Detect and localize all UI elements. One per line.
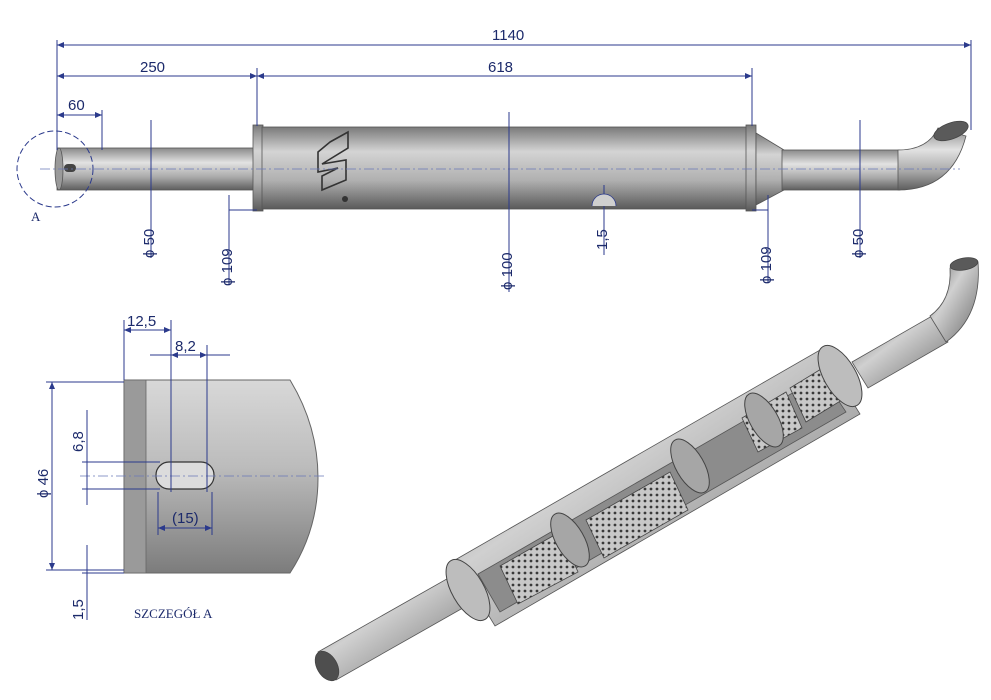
detail-view: 12,5 8,2 ϕ 46 6,8 (15) 1,5 SZCZEGÓŁ A: [35, 313, 325, 621]
dim-outlet-pipe-dia: ϕ 50: [850, 229, 867, 258]
iso-outlet-pipe: [851, 315, 949, 389]
iso-perforated-tube-2: [585, 471, 689, 559]
isometric-view: [314, 257, 979, 682]
outlet-pipe: [781, 149, 901, 191]
top-dimensions: 1140 250 618 60 ϕ 50 ϕ 109 ϕ 100 1,5 ϕ 1…: [56, 27, 972, 292]
detail-marker-circle: [16, 130, 94, 208]
dim-inlet-length: 250: [140, 59, 165, 76]
dim-right-flange-dia: ϕ 109: [758, 246, 775, 284]
iso-baffle-4: [744, 392, 784, 448]
right-flange: [745, 124, 757, 212]
dim-slot-length: (15): [172, 510, 199, 527]
dim-detail-pipe-dia: ϕ 46: [35, 469, 52, 498]
iso-baffle-5: [817, 344, 863, 408]
detail-pipe-lip: [123, 379, 147, 574]
detail-caption: SZCZEGÓŁ A: [134, 606, 213, 621]
logo-dot: [342, 196, 348, 202]
dim-left-flange-dia: ϕ 109: [219, 248, 236, 286]
detail-marker-label: A: [31, 209, 41, 224]
wall-thickness-mark: [591, 193, 617, 207]
dim-overall-length: 1140: [492, 27, 524, 44]
iso-inlet-mouth: [314, 650, 340, 682]
dim-body-dia: ϕ 100: [499, 252, 516, 290]
dim-slot-width: 8,2: [175, 338, 196, 355]
outlet-bend: [897, 127, 967, 191]
top-view: A: [16, 120, 969, 224]
dim-slot-height: 6,8: [70, 431, 87, 452]
dim-inlet-pipe-dia: ϕ 50: [141, 229, 158, 258]
iso-perforated-tube-1: [499, 531, 579, 605]
dim-detail-wall-thickness: 1,5: [70, 599, 87, 620]
dim-edge-offset: 12,5: [127, 313, 156, 330]
dim-wall-thickness: 1,5: [594, 229, 611, 250]
dim-detail-offset: 60: [68, 97, 85, 114]
detail-pipe-end: [123, 379, 319, 574]
outlet-mouth: [933, 120, 969, 142]
iso-baffle-2: [550, 512, 590, 568]
iso-baffle-1: [445, 558, 491, 622]
inlet-slot: [64, 164, 76, 172]
iso-inlet-pipe: [317, 575, 471, 681]
left-flange: [252, 124, 264, 212]
detail-slot: [155, 461, 215, 490]
iso-outlet-mouth: [949, 257, 979, 271]
muffler-body: [261, 126, 749, 210]
iso-baffle-3: [670, 438, 710, 494]
dim-body-length: 618: [488, 59, 513, 76]
